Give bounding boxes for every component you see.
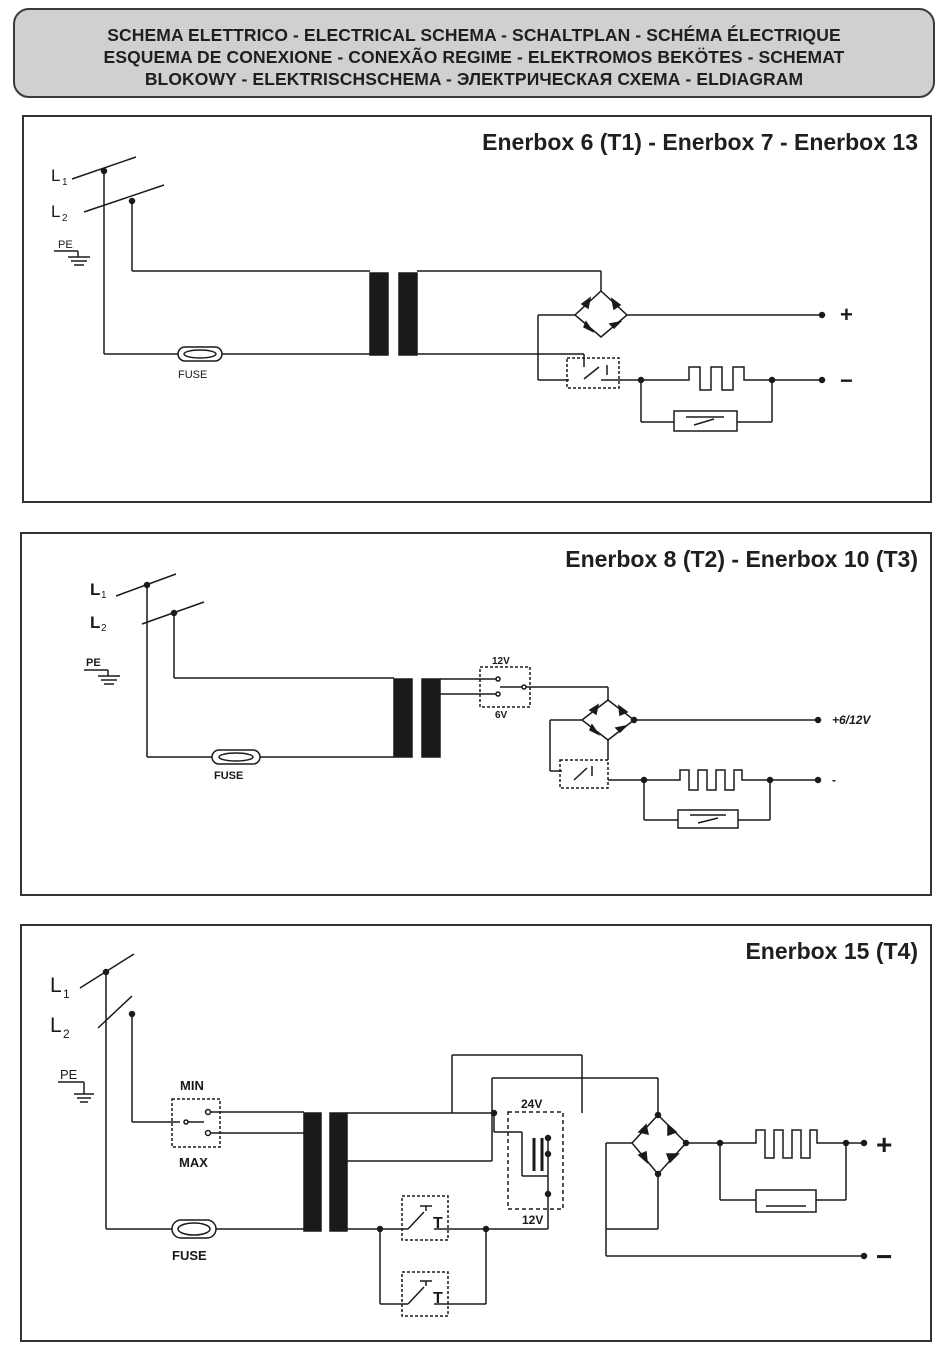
rectifier-bridge [580,699,636,741]
panel-title: Enerbox 8 (T2) - Enerbox 10 (T3) [565,546,918,572]
label-t2: T [433,1290,443,1307]
label-pe: PE [86,657,101,669]
transformer-core [303,1112,322,1232]
line-l2 [83,184,165,213]
label-l1-sub: 1 [63,987,70,1001]
thermostat-t1 [401,1195,449,1241]
label-minus: − [876,1241,892,1272]
label-12v: 12V [492,656,510,667]
label-l1: L [90,580,100,599]
header-line-3: BLOKOWY - ELEKTRISCHSCHEMA - ЭЛЕКТРИЧЕСК… [144,69,804,89]
label-l2: L [90,613,100,632]
label-plus: +6/12V [832,713,871,727]
circuit-diagram: L 1 L 2 PE MIN MAX FUSE 24V 12V T T + − [50,953,892,1317]
label-t1: T [433,1215,443,1232]
ground-symbol [58,1081,94,1103]
ammeter [673,410,738,432]
label-minus: − [840,368,853,393]
thermostat-box [559,759,609,789]
label-plus: + [840,302,853,327]
fuse-symbol [177,346,223,362]
rectifier-bridge [630,1113,688,1176]
transformer-core [393,678,413,758]
label-12v: 12V [522,1213,543,1227]
label-l1: L [51,166,60,185]
ground-symbol [54,250,90,266]
label-pe: PE [60,1067,78,1082]
transformer-core [329,1112,348,1232]
label-fuse: FUSE [214,770,243,782]
header-line-1: SCHEMA ELETTRICO - ELECTRICAL SCHEMA - S… [107,25,841,45]
rectifier-bridge [573,271,629,338]
diagram-panel-3: Enerbox 15 (T4) [20,924,932,1342]
diagram-panel-2: Enerbox 8 (T2) - Enerbox 10 (T3) [20,532,932,896]
label-l2-sub: 2 [63,1027,70,1041]
label-24v: 24V [521,1097,542,1111]
min-max-switch [171,1098,221,1148]
label-min: MIN [180,1078,204,1093]
label-6v: 6V [495,710,508,721]
circuit-diagram: L 1 L 2 PE FUSE + − [51,156,853,432]
heater-resistor [679,366,754,391]
ammeter [677,809,739,829]
ground-symbol [84,669,120,685]
transformer-core [369,272,389,356]
fuse-symbol [211,749,261,765]
label-fuse: FUSE [178,369,207,381]
heater-resistor [676,769,746,791]
header-line-2: ESQUEMA DE CONEXIONE - CONEXÃO REGIME - … [103,47,845,67]
label-l1: L [50,974,62,997]
label-l1-sub: 1 [62,177,68,188]
heater-resistor [752,1129,821,1159]
label-l2: L [50,1014,62,1037]
diagram-panel-1: Enerbox 6 (T1) - Enerbox 7 - Enerbox 13 [22,115,932,503]
voltage-relay [507,1111,564,1210]
transformer-core [421,678,441,758]
circuit-diagram: L 1 L 2 PE FUSE 12V 6V +6/12V - [84,573,871,829]
label-plus: + [876,1129,892,1160]
panel-title: Enerbox 15 (T4) [745,938,918,964]
fuse-symbol [171,1219,217,1239]
label-pe: PE [58,239,73,251]
ammeter [755,1189,817,1213]
label-l2-sub: 2 [101,623,107,634]
label-l1-sub: 1 [101,590,107,601]
label-l2-sub: 2 [62,213,68,224]
thermostat-box [566,357,620,389]
header-banner: SCHEMA ELETTRICO - ELECTRICAL SCHEMA - S… [13,8,935,98]
label-max: MAX [179,1155,208,1170]
transformer-core [398,272,418,356]
label-l2: L [51,202,60,221]
label-minus: - [832,773,836,787]
thermostat-t2 [401,1271,449,1317]
label-fuse: FUSE [172,1248,207,1263]
panel-title: Enerbox 6 (T1) - Enerbox 7 - Enerbox 13 [482,129,918,155]
